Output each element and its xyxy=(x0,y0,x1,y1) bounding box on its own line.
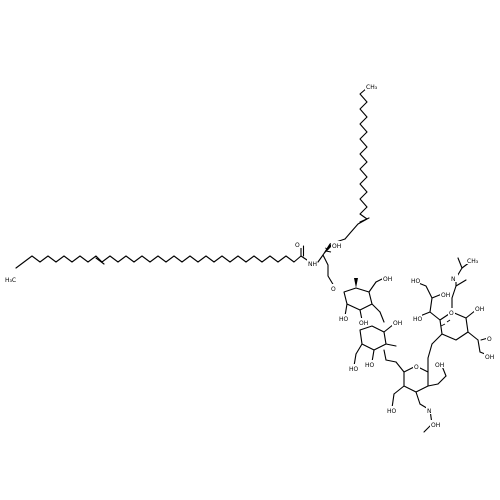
galactose-c4-hydroxyl-label: HO xyxy=(365,362,375,369)
sphingosine-alkyl-chain xyxy=(322,87,370,256)
acetyl-methyl-label: CH₃ xyxy=(467,258,479,265)
carboxyl-hydroxyl-label: OH xyxy=(485,354,494,361)
lower-acetamido-hydroxyl-label: OH xyxy=(431,422,440,429)
glucose-ring xyxy=(343,277,385,321)
carboxyl-oxygen-label: O xyxy=(487,336,492,343)
lower-sialic-c4-hydroxyl-label: HO xyxy=(387,408,397,415)
glycerol-hydroxyl-low-label: HO xyxy=(413,316,423,323)
glycosidic-oxygen-label: O xyxy=(331,286,336,293)
lower-sialic-hydroxyl-label: OH xyxy=(435,362,444,369)
sialic-hydroxyl-label: OH xyxy=(475,306,484,313)
glucose-c2-hydroxyl-label: OH xyxy=(359,320,368,327)
amide-nitrogen-label: NH xyxy=(308,261,317,268)
glycerol-hydroxyl-top-label: HO xyxy=(411,278,421,285)
glucose-c6-hydroxyl-label: OH xyxy=(383,276,392,283)
methyl-label-top: CH₃ xyxy=(366,84,378,91)
sialic-acid-ring-lower xyxy=(383,333,447,433)
glucose-c3-hydroxyl-label: HO xyxy=(339,316,349,323)
sphingosine-head xyxy=(322,244,335,287)
galactose-hydroxyl-label: OH xyxy=(393,320,402,327)
lower-ring-oxygen-label: O xyxy=(414,364,419,371)
methyl-label-left: H₃C xyxy=(5,277,16,284)
glycerol-hydroxyl-mid-label: OH xyxy=(441,292,450,299)
fatty-acid-chain xyxy=(15,245,324,269)
upper-ring-oxygen-label: O xyxy=(449,310,454,317)
lower-acetamido-nitrogen-label: N xyxy=(427,408,432,415)
stereo-hash-bonds xyxy=(324,247,451,327)
atom-labels: CH₃ H₃C OH O NH O OH HO OH OH HO HO HO O… xyxy=(4,82,494,429)
hydroxyl-label: OH xyxy=(332,243,341,250)
galactose-c6-hydroxyl-label: HO xyxy=(349,366,359,373)
acetamido-nitrogen-label: N xyxy=(451,276,456,283)
amide-oxygen-label: O xyxy=(295,242,300,249)
